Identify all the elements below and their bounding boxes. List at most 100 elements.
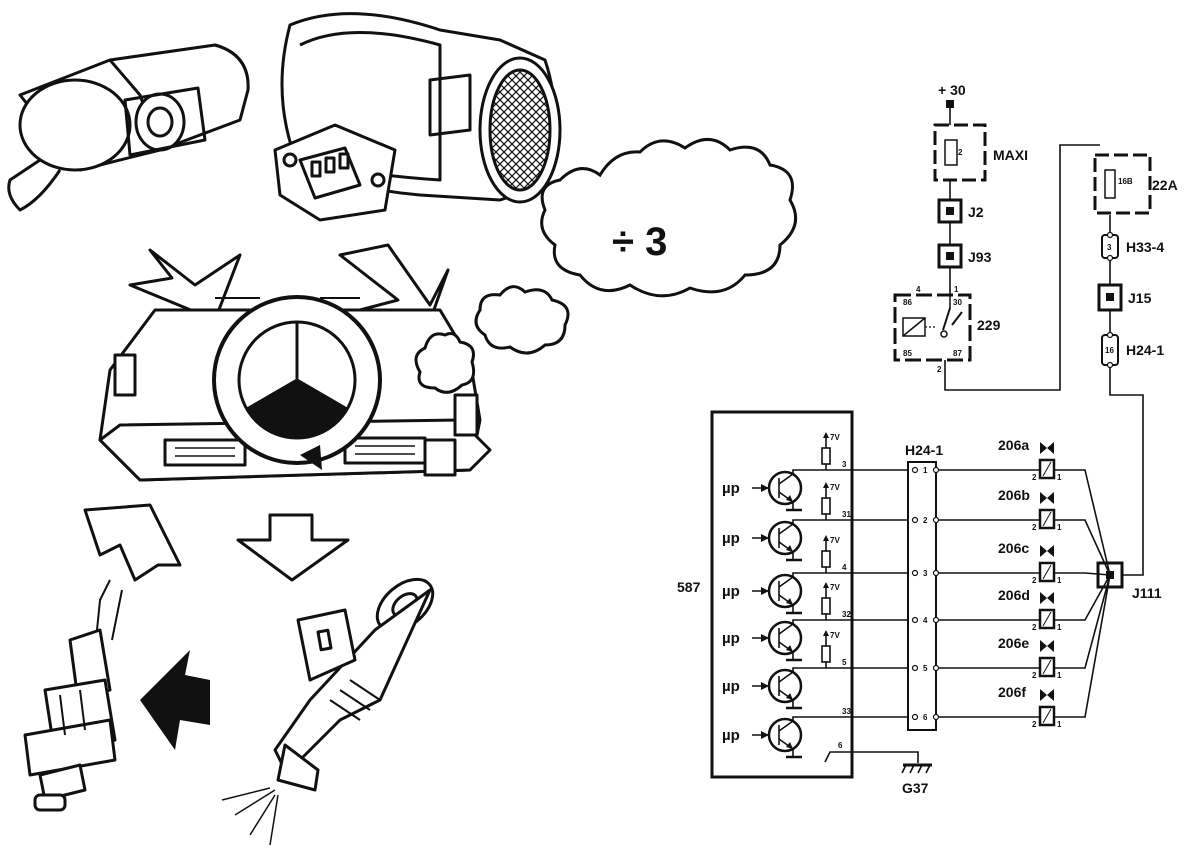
- harness-pin-in: [911, 616, 919, 624]
- relay-pin-87: 87: [953, 349, 962, 358]
- fuse-22a-number: 16B: [1118, 177, 1133, 186]
- driver-label-4: µp: [722, 630, 740, 647]
- driver-input-arrowhead: [761, 731, 769, 739]
- ecu-pin-label-5: 5: [842, 658, 847, 667]
- transistor-3: [767, 573, 803, 609]
- driver-input-arrowhead: [761, 587, 769, 595]
- pullup-resistor: [821, 550, 831, 568]
- harness-pin-in: [911, 569, 919, 577]
- transistor-5: [767, 668, 803, 704]
- ecu-label: 587: [677, 579, 701, 595]
- driver-label-3: µp: [722, 583, 740, 600]
- connector-j93-label: J93: [968, 249, 992, 265]
- black-arrow: [140, 650, 210, 750]
- output-line-3: [792, 572, 908, 577]
- harness-pin-out: [932, 466, 940, 474]
- injector-label-2: 206b: [998, 487, 1030, 503]
- output-line-6: [792, 716, 908, 721]
- driver-label-5: µp: [722, 678, 740, 695]
- relay-pin-1: 1: [954, 285, 959, 294]
- pullup-supply-label: 7V: [830, 631, 840, 640]
- processing-wheel: [212, 295, 382, 470]
- injector-pin-1-3: 1: [1057, 576, 1062, 585]
- connector-j93: [937, 243, 963, 269]
- relay-229: 4 1 86 30 85 87 2: [893, 285, 972, 374]
- injector-valve-left: [1040, 442, 1047, 454]
- harness-pin-label-4: 4: [923, 616, 928, 625]
- maxi-fuse-label: MAXI: [993, 147, 1028, 163]
- connector-j15-label: J15: [1128, 290, 1152, 306]
- injector-return-3: [1054, 572, 1111, 576]
- pullup-supply-arrow: [823, 482, 829, 488]
- injector-valve-right: [1047, 492, 1054, 504]
- injector-valve-left: [1040, 689, 1047, 701]
- pullup-resistor: [821, 447, 831, 465]
- emitter-arrow: [786, 495, 793, 502]
- ecu-pin-label-1: 3: [842, 460, 847, 469]
- position-sensor-illustration: [7, 43, 250, 212]
- harness-pin-in: [911, 516, 919, 524]
- injector-label-5: 206e: [998, 635, 1029, 651]
- injector-illustration: [221, 577, 435, 846]
- harness-h24-1-box: [907, 461, 937, 731]
- injector-valve-right: [1047, 592, 1054, 604]
- relay-pin-2: 2: [937, 365, 942, 374]
- connector-h33-4-label: H33-4: [1126, 239, 1164, 255]
- splice-label: J111: [1132, 585, 1162, 601]
- injector-label-3: 206c: [998, 540, 1029, 556]
- harness-pin-out: [932, 616, 940, 624]
- harness-pin-label-5: 5: [923, 664, 928, 673]
- injector-pin-1-6: 1: [1057, 720, 1062, 729]
- relay-pin-85: 85: [903, 349, 912, 358]
- ecu-pin-label-3: 4: [842, 563, 847, 572]
- injector-valve-left: [1040, 545, 1047, 557]
- connector-h33-4: 3: [1101, 231, 1119, 262]
- connector-j2-label: J2: [968, 204, 984, 220]
- connector-j15: [1097, 283, 1123, 312]
- emitter-arrow: [786, 742, 793, 749]
- transistor-collector: [778, 671, 794, 683]
- emitter-arrow: [786, 598, 793, 605]
- harness-pin-in: [911, 466, 919, 474]
- pullup-resistor: [821, 497, 831, 515]
- injector-label-4: 206d: [998, 587, 1030, 603]
- harness-label: H24-1: [905, 442, 943, 458]
- output-arrow-injector: [236, 513, 350, 582]
- transistor-collector: [778, 473, 794, 485]
- harness-pin-out: [932, 664, 940, 672]
- lambda-sensor-illustration: [23, 579, 123, 812]
- injector-valve-right: [1047, 689, 1054, 701]
- injector-pin-2-1: 2: [1032, 473, 1037, 482]
- harness-pin-out: [932, 713, 940, 721]
- pullup-supply-label: 7V: [830, 433, 840, 442]
- connector-h33-4-pin: 3: [1107, 243, 1112, 252]
- ecu-pin-label-4: 32: [842, 610, 851, 619]
- injector-pin-1-5: 1: [1057, 671, 1062, 680]
- airflow-meter-illustration: [273, 12, 562, 222]
- driver-label-6: µp: [722, 727, 740, 744]
- injector-pin-1-2: 1: [1057, 523, 1062, 532]
- injector-valve-left: [1040, 492, 1047, 504]
- injector-return-6: [1054, 574, 1111, 718]
- connector-h24-1-upper-label: H24-1: [1126, 342, 1164, 358]
- ground-label: G37: [902, 780, 929, 796]
- driver-label-1: µp: [722, 480, 740, 497]
- ecu-pin-label-2: 31: [842, 510, 851, 519]
- harness-pin-label-2: 2: [923, 516, 928, 525]
- injector-coil-slash: [1042, 511, 1052, 527]
- harness-pin-label-1: 1: [923, 466, 928, 475]
- pullup-supply-label: 7V: [830, 483, 840, 492]
- ecu-pin-label-6: 33: [842, 707, 851, 716]
- relay-pin-86: 86: [903, 298, 912, 307]
- injector-coil-slash: [1042, 564, 1052, 580]
- transistor-collector: [778, 720, 794, 732]
- harness-pin-in: [911, 713, 919, 721]
- injector-pin-1-4: 1: [1057, 623, 1062, 632]
- emitter-arrow: [786, 545, 793, 552]
- pullup-supply-label: 7V: [830, 583, 840, 592]
- feedback-arrow-lambda: [83, 503, 182, 582]
- injector-pin-2-6: 2: [1032, 720, 1037, 729]
- injector-pin-2-2: 2: [1032, 523, 1037, 532]
